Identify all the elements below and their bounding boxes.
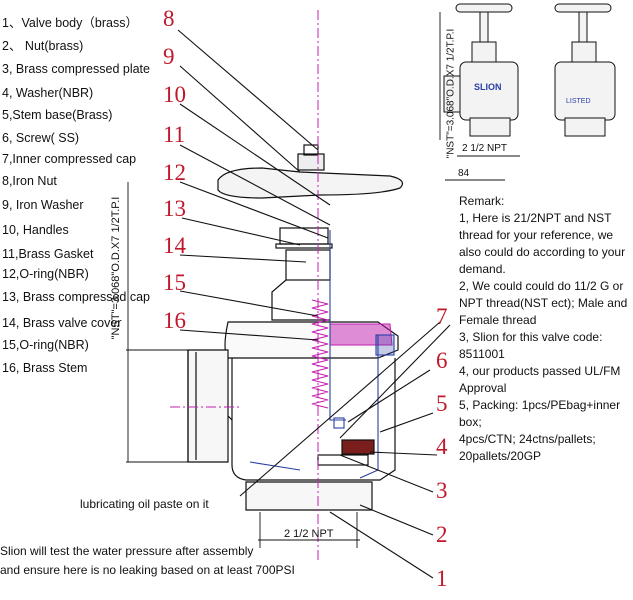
callout-number: 3 <box>436 478 448 503</box>
remark-item: 4, our products passed UL/FM Approval <box>459 364 621 395</box>
part-item: 15,O-ring(NBR) <box>2 338 89 352</box>
part-item: 4, Washer(NBR) <box>2 86 94 100</box>
part-item: 1、Valve body（brass） <box>2 16 138 30</box>
valve-body <box>231 358 396 481</box>
remarks-block: Remark: 1, Here is 21/2NPT and NST threa… <box>459 193 631 465</box>
listed-label: LISTED <box>566 98 591 105</box>
handwheel <box>217 167 403 199</box>
callout-number: 1 <box>436 566 448 591</box>
pressure-note-line1: Slion will test the water pressure after… <box>0 544 254 558</box>
callout-number: 15 <box>163 270 186 295</box>
callout-number: 8 <box>163 6 175 31</box>
part-item: 14, Brass valve cover <box>2 316 122 330</box>
nst-dimension-label-top: "NST"=3.068"O.D.X7 1/2T.P.I <box>445 28 457 159</box>
brand-label: SLION <box>474 82 502 92</box>
part-item: 9, Iron Washer <box>2 198 84 212</box>
part-item: 2、 Nut(brass) <box>2 39 84 53</box>
lubricating-note: lubricating oil paste on it <box>80 497 209 511</box>
iron-nut <box>297 153 325 171</box>
part-item: 7,Inner compressed cap <box>2 152 137 166</box>
part-item: 8,Iron Nut <box>2 174 57 188</box>
width-dimension-label: 84 <box>458 168 470 179</box>
remark-item: 4pcs/CTN; 24ctns/pallets; 20pallets/20GP <box>459 432 596 463</box>
outlet-port <box>245 481 373 511</box>
callout-number: 14 <box>163 233 186 258</box>
part-item: 5,Stem base(Brass) <box>2 108 113 122</box>
part-item: 3, Brass compressed plate <box>2 62 150 76</box>
callout-number: 10 <box>163 82 186 107</box>
part-item: 6, Screw( SS) <box>2 131 80 145</box>
part-item: 16, Brass Stem <box>2 361 88 375</box>
product-view-front <box>443 3 519 137</box>
callout-number: 5 <box>436 391 448 416</box>
remark-item: 5, Packing: 1pcs/PEbag+inner box; <box>459 398 621 429</box>
part-item: 12,O-ring(NBR) <box>2 267 89 281</box>
callout-number: 13 <box>163 196 186 221</box>
part-item: 13, Brass compressed cap <box>2 290 150 304</box>
remark-item: 3, Slion for this valve code: 8511001 <box>459 330 603 361</box>
callout-number: 2 <box>436 522 448 547</box>
remarks-title: Remark: <box>459 194 505 208</box>
inlet-port <box>187 349 229 463</box>
remark-item: 1, Here is 21/2NPT and NST thread for yo… <box>459 211 626 276</box>
npt-dimension-label: 2 1/2 NPT <box>284 528 334 540</box>
callout-number: 6 <box>436 348 448 373</box>
remark-item: 2, We could could do 11/2 G or NPT threa… <box>459 279 628 327</box>
pressure-note-line2: and ensure here is no leaking based on a… <box>0 563 295 577</box>
product-view-side <box>554 3 616 137</box>
nst-dimension-label: "NST"=3.068"O.D.X7 1/2T.P.I <box>110 196 122 340</box>
callout-number: 7 <box>436 304 448 329</box>
npt-dimension-label-top: 2 1/2 NPT <box>462 143 508 154</box>
callout-number: 12 <box>163 160 186 185</box>
part-item: 10, Handles <box>2 223 69 237</box>
stem-threads <box>311 299 329 409</box>
callout-number: 16 <box>163 308 186 333</box>
washer <box>341 439 375 455</box>
callout-number: 11 <box>163 122 186 147</box>
valve-cover <box>285 249 331 281</box>
callout-number: 9 <box>163 44 175 69</box>
callout-number: 4 <box>436 434 448 459</box>
part-item: 11,Brass Gasket <box>2 247 94 261</box>
